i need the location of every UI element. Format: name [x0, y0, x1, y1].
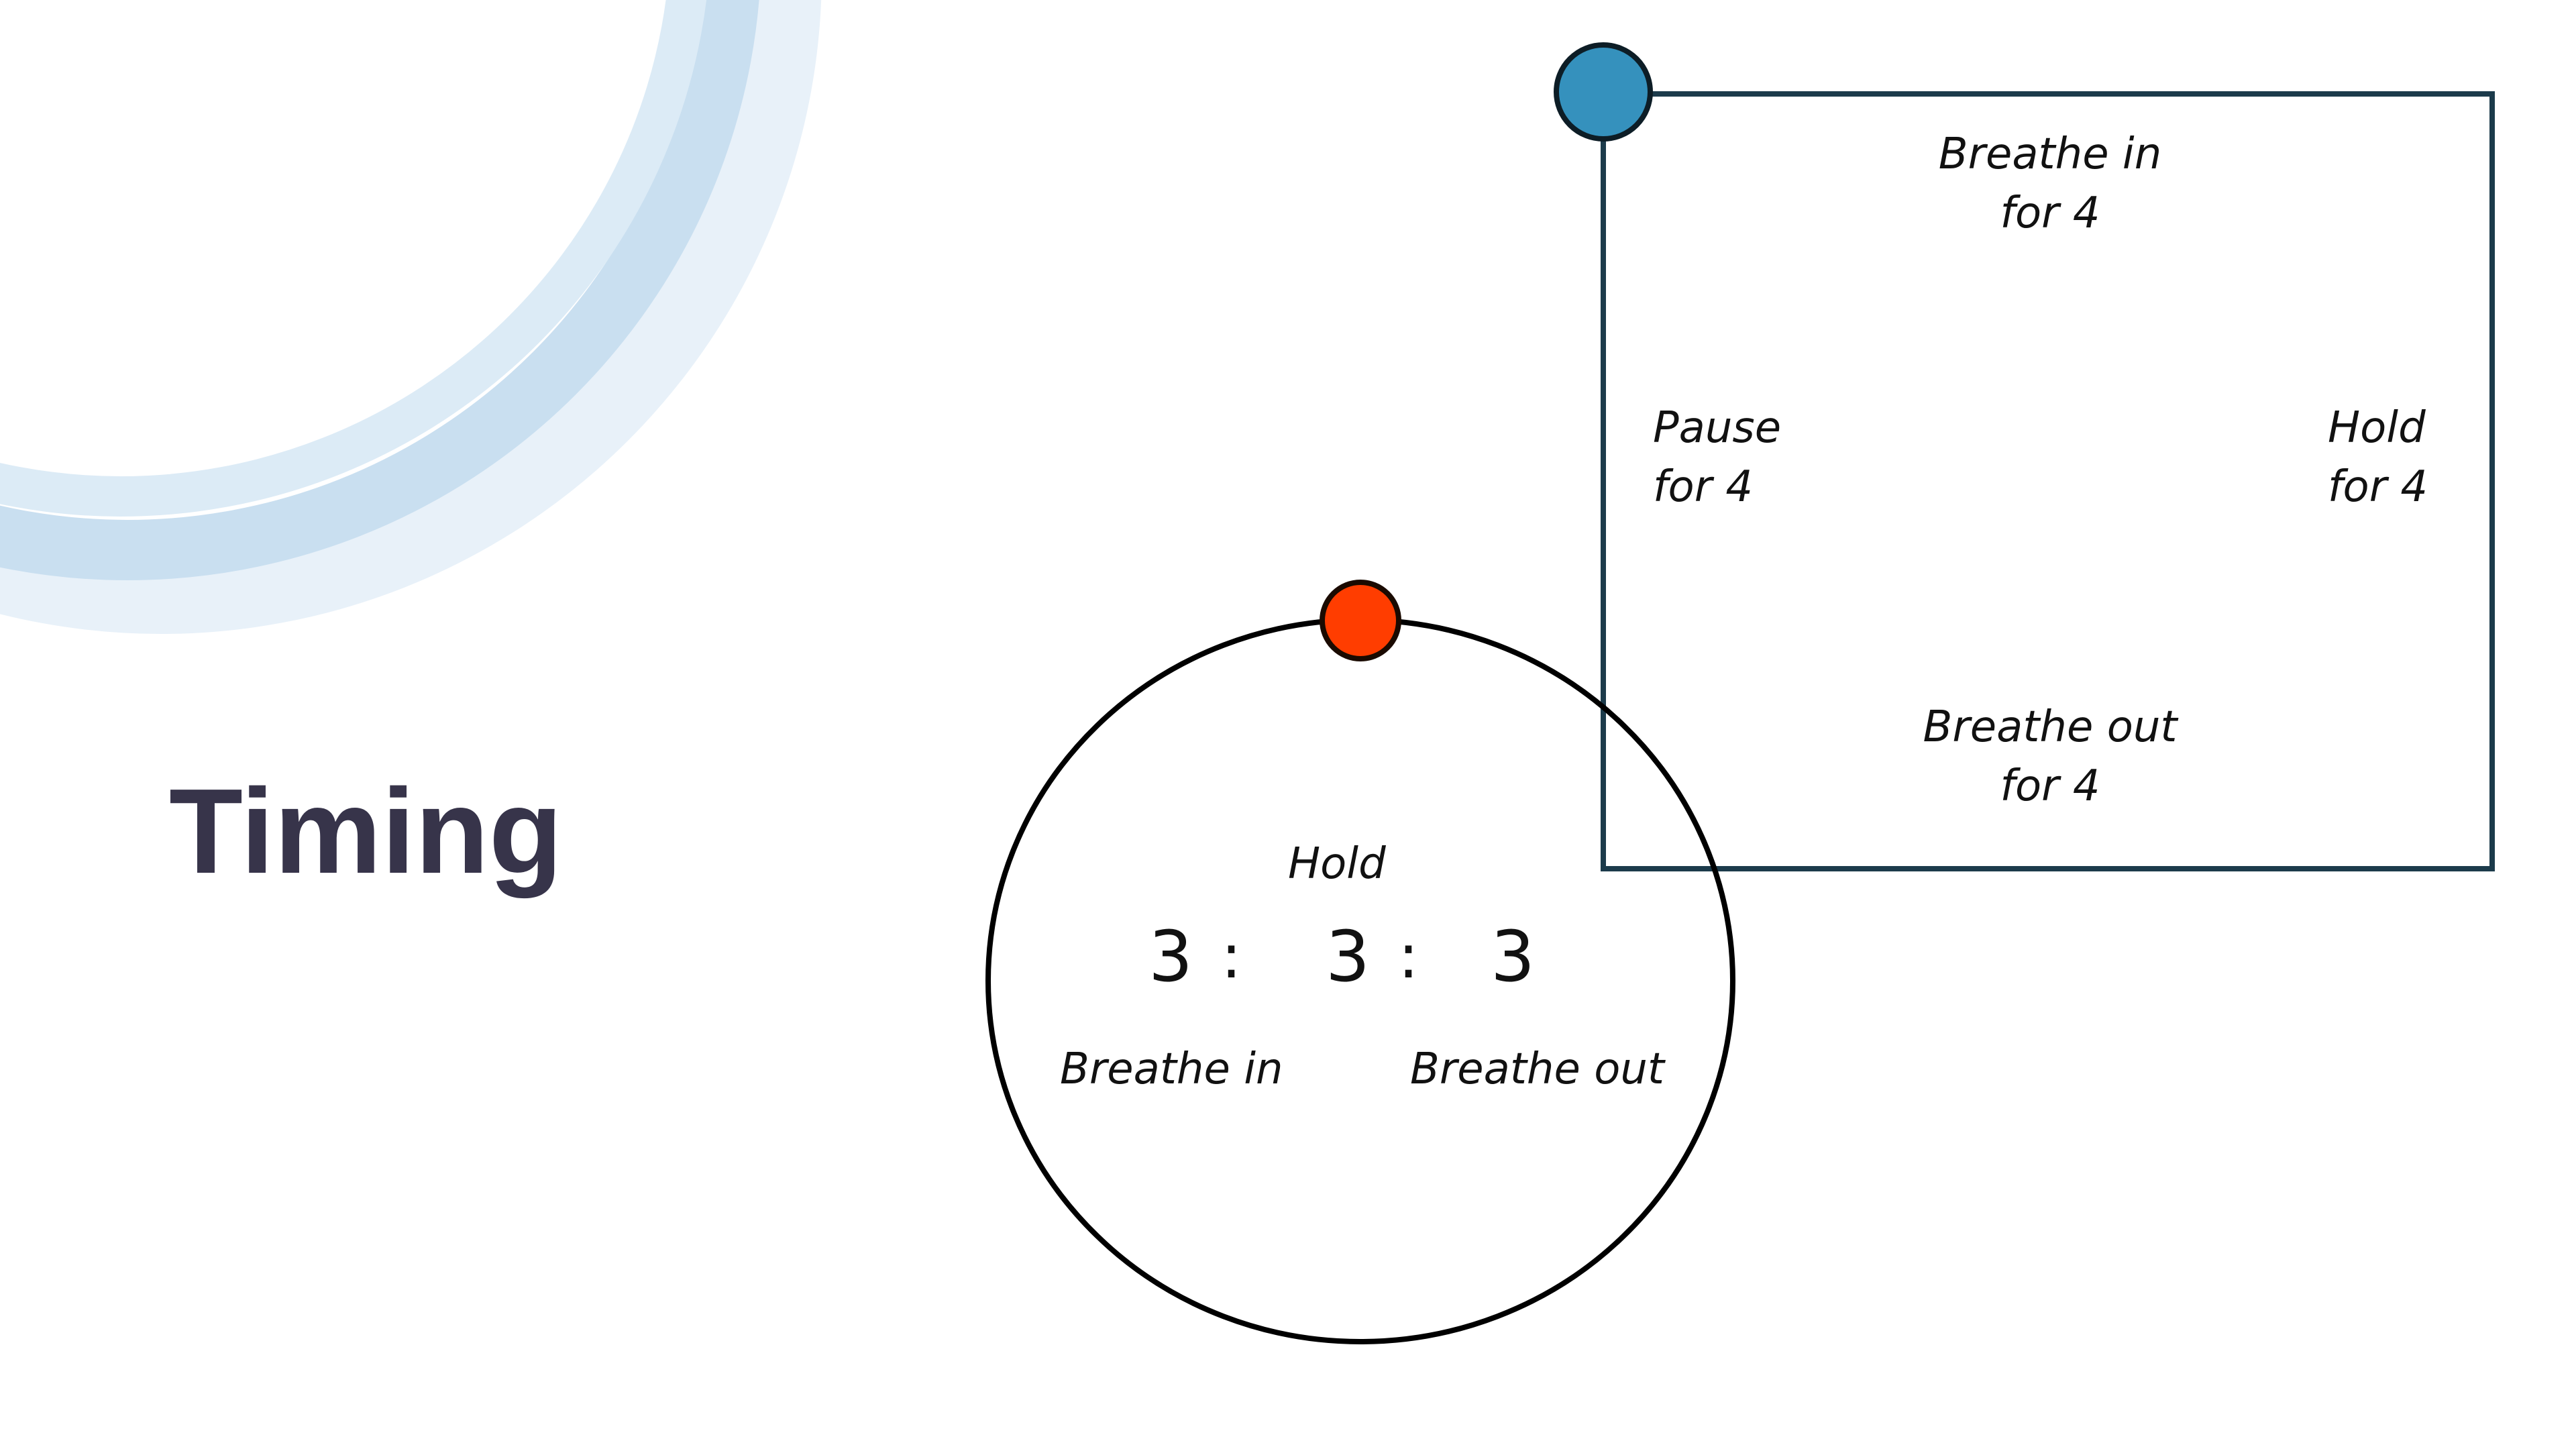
box-label-bottom-line1: Breathe out: [1923, 702, 2178, 752]
circle-label-hold: Hold: [1288, 839, 1386, 889]
box-label-right-line1: Hold: [2328, 403, 2426, 453]
box-label-right: Hold for 4: [2328, 398, 2428, 517]
decorative-arc-outer: [0, 0, 821, 634]
box-label-left-line1: Pause: [1653, 403, 1782, 453]
box-label-bottom-line2: for 4: [2000, 761, 2100, 811]
decorative-arc-middle: [0, 0, 759, 580]
box-label-top-line1: Breathe in: [1938, 129, 2162, 179]
box-label-right-line2: for 4: [2328, 462, 2428, 512]
box-breathing-square: [1601, 91, 2495, 871]
circle-label-breathe-in: Breathe in: [1060, 1044, 1283, 1094]
page-title: Timing: [169, 764, 563, 899]
ratio-hold-value: 3: [1326, 916, 1371, 998]
circle-breathing-marker: [1320, 580, 1401, 661]
ratio-exhale-value: 3: [1491, 916, 1536, 998]
box-label-left: Pause for 4: [1653, 398, 1781, 517]
box-label-top: Breathe in for 4: [1916, 125, 2184, 243]
box-label-left-line2: for 4: [1653, 462, 1754, 512]
ratio-inhale-value: 3: [1148, 916, 1193, 998]
ratio-separator-1: :: [1221, 920, 1242, 992]
box-label-bottom: Breathe out for 4: [1896, 698, 2204, 816]
ratio-separator-2: :: [1398, 920, 1419, 992]
circle-label-breathe-out: Breathe out: [1410, 1044, 1664, 1094]
box-label-top-line2: for 4: [2000, 189, 2100, 238]
box-breathing-marker: [1554, 42, 1653, 142]
decorative-arc-inner: [0, 0, 707, 517]
